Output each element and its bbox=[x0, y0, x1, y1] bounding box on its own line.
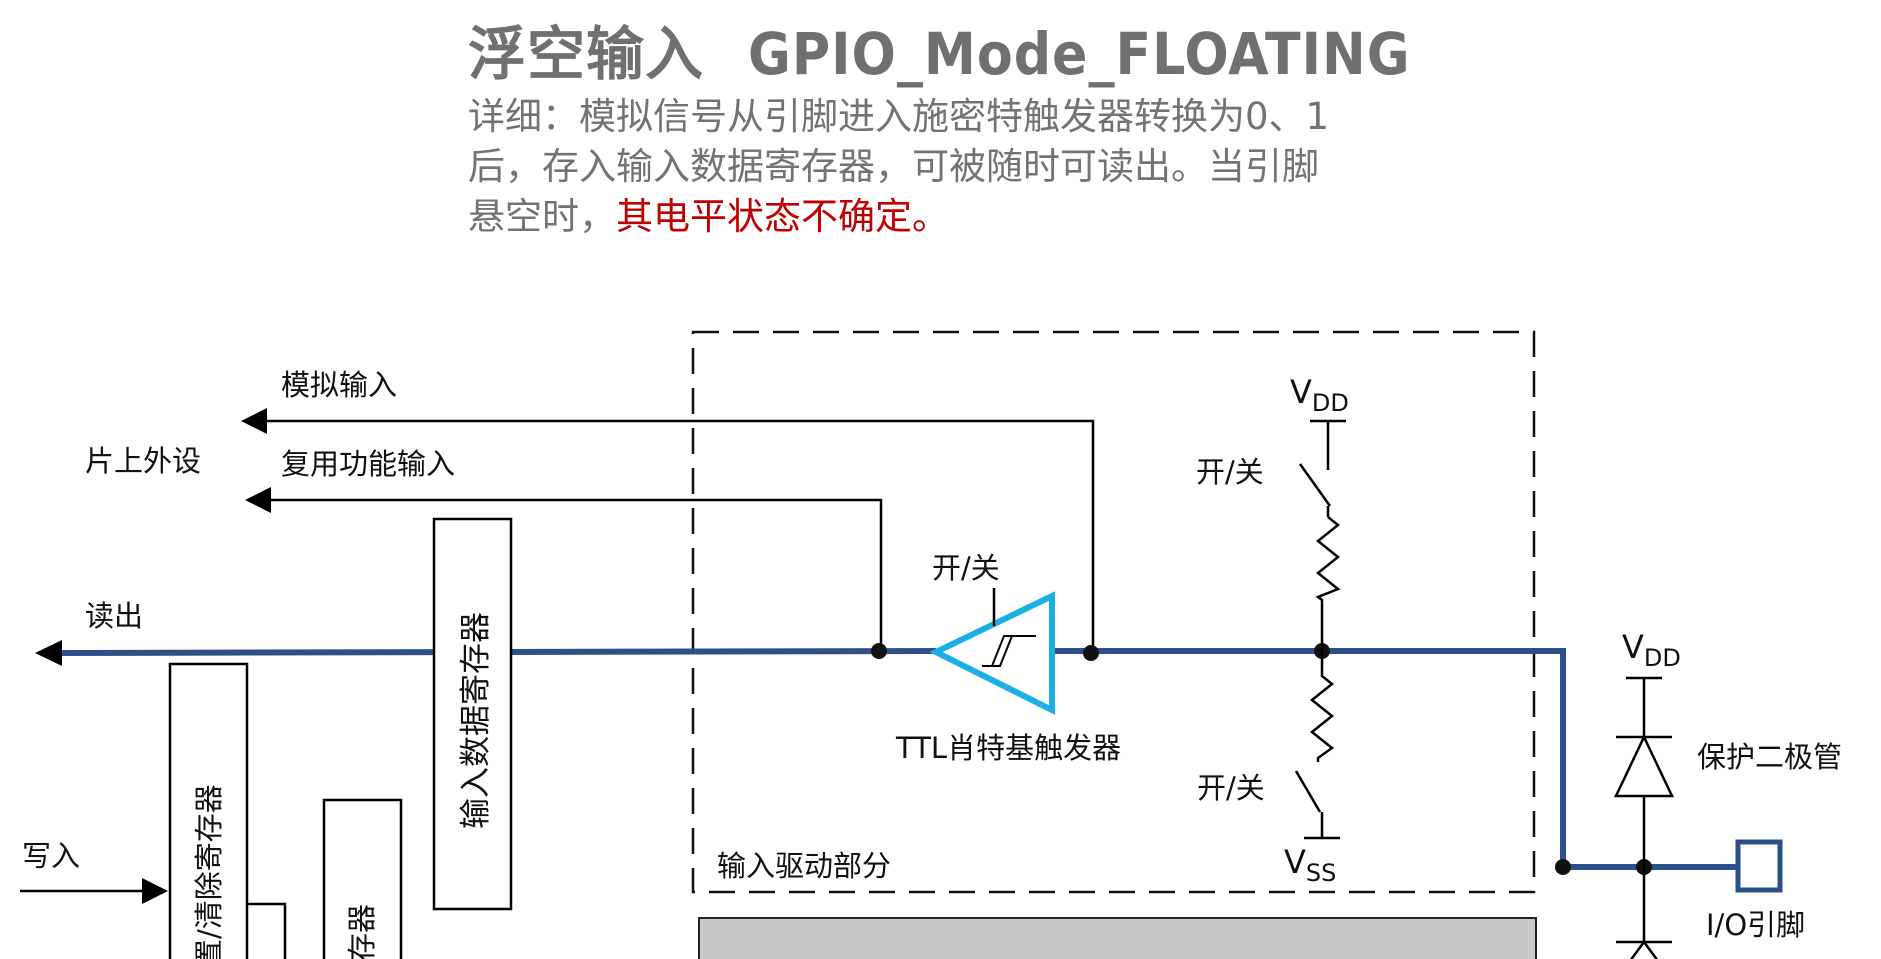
input-driver-box bbox=[691, 330, 1536, 894]
label-input-driver: 输入驱动部分 bbox=[717, 849, 891, 883]
io-pin-square bbox=[1735, 839, 1783, 893]
label-write-in: 写入 bbox=[22, 839, 80, 873]
label-switch-trigger: 开/关 bbox=[932, 551, 1000, 585]
label-read-out: 读出 bbox=[85, 599, 143, 633]
junction-pin-left bbox=[1555, 859, 1571, 875]
pulldown-switch-blade bbox=[1294, 770, 1322, 813]
input-data-register-box bbox=[432, 517, 513, 911]
label-protection-diode: 保护二极管 bbox=[1697, 740, 1842, 774]
label-vdd-outer: VDD bbox=[1622, 628, 1681, 672]
label-analog-input: 模拟输入 bbox=[281, 368, 397, 402]
description-line-3: 悬空时，其电平状态不确定。 bbox=[468, 192, 1468, 242]
label-input-data-register: 输入数据寄存器 bbox=[458, 612, 494, 829]
label-onchip-peripheral: 片上外设 bbox=[85, 444, 201, 478]
analog-input-line bbox=[258, 419, 1095, 655]
read-out-arrow bbox=[35, 640, 62, 666]
description: 详细：模拟信号从引脚进入施密特触发器转换为0、1 后，存入输入数据寄存器，可被随… bbox=[468, 92, 1468, 242]
protection-diode-upper bbox=[1614, 734, 1674, 798]
analog-input-arrow bbox=[241, 408, 267, 434]
set-clear-register-box bbox=[168, 662, 249, 959]
header: 浮空输入 GPIO_Mode_FLOATING 详细：模拟信号从引脚进入施密特触发… bbox=[468, 18, 1468, 242]
label-set-clear-register: 置/清除寄存器 bbox=[192, 784, 226, 959]
label-vss: VSS bbox=[1284, 843, 1336, 887]
protection-diode-lower bbox=[1629, 939, 1659, 959]
output-driver-block bbox=[698, 917, 1537, 959]
label-alt-func-input: 复用功能输入 bbox=[281, 447, 455, 481]
alt-func-input-arrow bbox=[245, 487, 271, 513]
junction-analog bbox=[1083, 645, 1099, 661]
description-line-1: 详细：模拟信号从引脚进入施密特触发器转换为0、1 bbox=[468, 95, 1330, 138]
title-english: GPIO_Mode_FLOATING bbox=[748, 20, 1411, 88]
description-warning: 其电平状态不确定。 bbox=[616, 195, 949, 238]
label-switch-upper: 开/关 bbox=[1196, 455, 1264, 489]
write-in-arrow bbox=[142, 878, 168, 904]
label-switch-lower: 开/关 bbox=[1197, 771, 1265, 805]
output-data-register-box bbox=[322, 798, 403, 959]
register-link bbox=[247, 902, 287, 959]
junction-alt-func bbox=[871, 643, 887, 659]
label-ttl-schmitt: TTL肖特基触发器 bbox=[895, 731, 1121, 765]
description-line-2: 后，存入输入数据寄存器，可被随时可读出。当引脚 bbox=[468, 145, 1319, 188]
title-chinese: 浮空输入 bbox=[468, 20, 705, 88]
alt-func-input-line bbox=[262, 498, 883, 651]
description-line-3-prefix: 悬空时， bbox=[468, 195, 616, 238]
label-vdd-inner: VDD bbox=[1290, 373, 1349, 417]
pulldown-resistor bbox=[1309, 651, 1335, 762]
label-output-register: 存器 bbox=[345, 904, 379, 959]
label-io-pin: I/O引脚 bbox=[1706, 908, 1805, 942]
page-title: 浮空输入 GPIO_Mode_FLOATING bbox=[468, 18, 1468, 90]
pullup-resistor bbox=[1315, 516, 1341, 651]
hysteresis-symbol bbox=[982, 635, 1036, 667]
pullup-switch-blade bbox=[1298, 463, 1332, 507]
